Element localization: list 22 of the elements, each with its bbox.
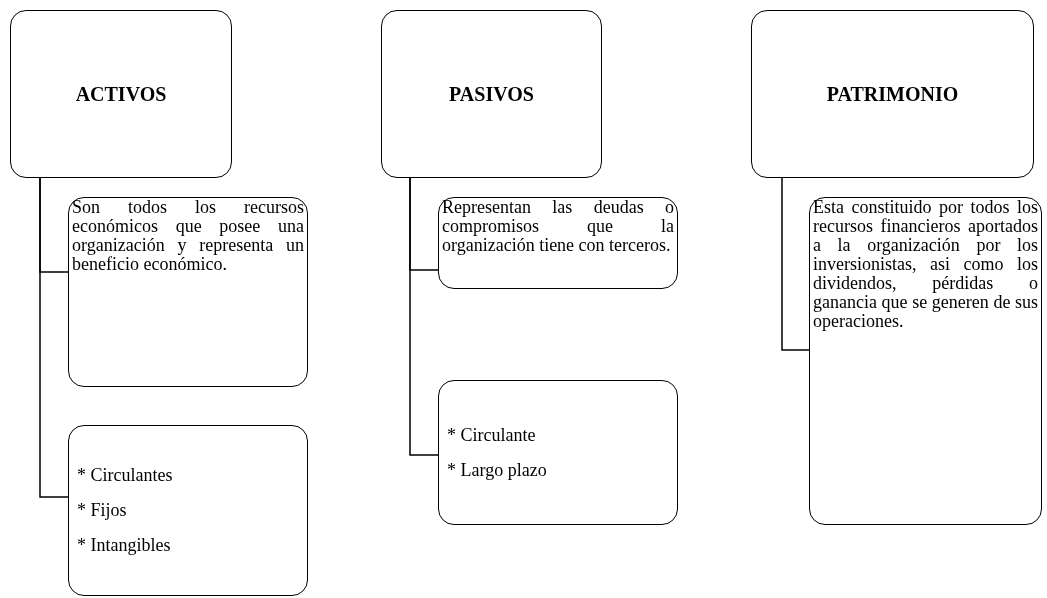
- connector-line: [409, 177, 439, 456]
- list-item: * Intangibles: [77, 535, 172, 556]
- connector-line: [39, 177, 69, 498]
- heading-text: PATRIMONIO: [826, 82, 959, 106]
- description-box: [68, 197, 308, 387]
- heading-box: [10, 10, 232, 178]
- list-item: * Circulantes: [77, 465, 174, 486]
- heading-box: [381, 10, 602, 178]
- connector-line: [781, 177, 810, 351]
- heading-text: PASIVOS: [449, 82, 534, 106]
- description-box: [438, 197, 678, 289]
- description-box: [809, 197, 1042, 525]
- description-text: Representan las deudas o compromisos que la organización tiene con terceros.: [442, 198, 674, 255]
- heading-box: [751, 10, 1034, 178]
- description-text: Esta constituido por todos los recursos financieros aportados a la organización por los inversionistas, asi como los dividendos, pérdidas o ganancia que se generen de sus operaciones.: [813, 198, 1038, 331]
- description-text: Son todos los recursos económicos que posee una organización y representa un beneficio económico.: [72, 198, 304, 274]
- list-box: [68, 425, 308, 596]
- list-item: * Largo plazo: [447, 459, 548, 481]
- heading-text: ACTIVOS: [75, 82, 167, 106]
- list-item: * Fijos: [77, 500, 128, 521]
- list-item: * Circulante: [447, 424, 537, 446]
- list-box: [438, 380, 678, 525]
